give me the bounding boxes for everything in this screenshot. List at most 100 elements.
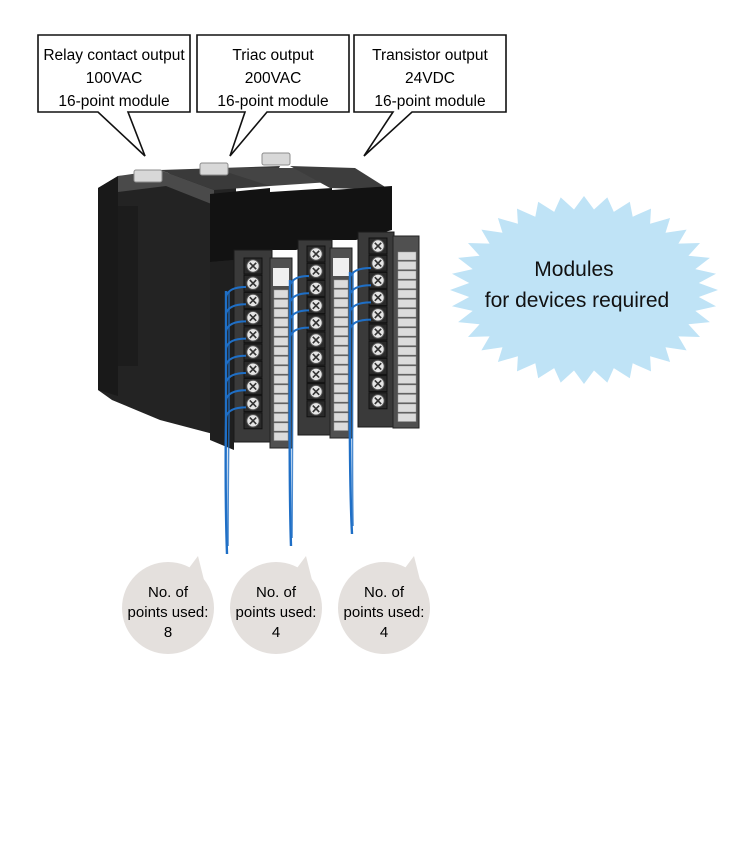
- terminal-block-2-label-cell: [333, 317, 349, 327]
- module1-front-cover: [210, 188, 270, 262]
- label-strip-1-header: [273, 268, 289, 286]
- terminal-block-3-label-cell: [397, 270, 417, 280]
- module3-release-tab: [261, 152, 291, 166]
- terminal-block-3: [357, 231, 420, 429]
- terminal-block-3-label-cell: [397, 365, 417, 375]
- usage-bubble-3-shape: [338, 562, 430, 654]
- usage-bubble-3-line-3: 4: [380, 624, 388, 641]
- module3-top: [290, 166, 390, 190]
- wire-bundle-2: [288, 275, 310, 547]
- callout-relay-line-3: 16-point module: [58, 93, 169, 110]
- cloud-line-2: for devices required: [485, 289, 669, 312]
- terminal-block-1-screw: [243, 343, 263, 361]
- callout-relay-line-1: Relay contact output: [43, 47, 185, 64]
- terminal-block-1-label-cell: [273, 299, 289, 308]
- terminal-block-2-label-cell: [333, 393, 349, 403]
- terminal-block-3-screw: [368, 375, 388, 393]
- plc-module-assembly: [98, 152, 420, 450]
- usage-bubble-2-shape: [230, 562, 322, 654]
- terminal-block-1-label-cell: [273, 327, 289, 337]
- callout-transistor: Transistor output 24VDC 16-point module: [353, 34, 507, 157]
- usage-bubble-2-line-3: 4: [272, 624, 280, 641]
- usage-bubble-2-line-2: points used:: [236, 604, 317, 621]
- terminal-block-1-label-cell: [273, 422, 289, 432]
- terminal-block-3-label-cell: [397, 384, 417, 394]
- terminal-block-1-label-cell: [273, 413, 289, 422]
- terminal-block-3-label-cell: [397, 403, 417, 413]
- callout-relay: Relay contact output 100VAC 16-point mod…: [37, 34, 191, 157]
- terminal-block-1-screw: [243, 291, 263, 309]
- callout-transistor-line-3: 16-point module: [374, 93, 485, 110]
- module3-front-cover: [332, 186, 392, 240]
- usage-bubble-1-line-1: No. of: [148, 584, 189, 601]
- terminal-block-1-screw: [243, 360, 263, 378]
- terminal-block-1-screw: [243, 257, 263, 275]
- terminal-block-3-label-cell: [397, 413, 417, 422]
- terminal-block-1-label-cell: [273, 384, 289, 394]
- terminal-block-1-label-cell: [273, 308, 289, 318]
- terminal-block-1-label-cell: [273, 289, 289, 299]
- terminal-block-2-label-cell: [333, 403, 349, 412]
- terminal-block-3-label-cell: [397, 318, 417, 327]
- module1-release-tab: [133, 169, 163, 183]
- terminal-block-2-screw: [306, 314, 326, 332]
- terminal-block-2-screw: [306, 279, 326, 297]
- terminal-block-3-screw: [368, 306, 388, 324]
- label-strip-2-header: [333, 258, 349, 276]
- wiring: [224, 267, 372, 555]
- rack-side-edge: [98, 176, 118, 396]
- terminal-block-3-screw: [368, 323, 388, 341]
- usage-bubble-3-tail: [402, 556, 420, 580]
- module1-front-lower: [210, 260, 234, 450]
- terminal-block-2-label-cell: [333, 279, 349, 289]
- terminal-block-3-label-cell: [397, 327, 417, 337]
- callout-triac: Triac output 200VAC 16-point module: [196, 34, 350, 157]
- terminal-block-3-label-cell: [397, 261, 417, 270]
- terminal-block-1-screw: [243, 412, 263, 430]
- callout-triac-line-2: 200VAC: [245, 70, 302, 87]
- terminal-block-2-label-cell: [333, 308, 349, 317]
- terminal-block-1-label-cell: [273, 356, 289, 365]
- terminal-block-1-label-cell: [273, 375, 289, 384]
- terminal-block-2-label-cell: [333, 374, 349, 384]
- usage-bubble-2: No. of points used: 4: [230, 556, 322, 654]
- terminal-block-2-label-cell: [333, 355, 349, 365]
- terminal-block-2: [297, 239, 353, 439]
- terminal-block-3-label-cell: [397, 356, 417, 365]
- terminal-block-1-screw: [243, 395, 263, 413]
- cloud-line-1: Modules: [534, 258, 613, 281]
- terminal-block-1-label-cell: [273, 394, 289, 403]
- terminal-block-1-label-cell: [273, 432, 289, 441]
- terminal-block-3-label-cell: [397, 289, 417, 299]
- usage-bubble-3-line-2: points used:: [344, 604, 425, 621]
- terminal-block-3-label-cell: [397, 251, 417, 261]
- terminal-block-2-label-cell: [333, 346, 349, 355]
- terminal-block-3-screw: [368, 340, 388, 358]
- terminal-block-2-screw: [306, 348, 326, 366]
- terminal-block-1-screw: [243, 326, 263, 344]
- usage-bubble-1-line-2: points used:: [128, 604, 209, 621]
- terminal-block-3-label-cell: [397, 375, 417, 384]
- usage-bubble-1-shape: [122, 562, 214, 654]
- terminal-block-3-label-cell: [397, 308, 417, 318]
- terminal-block-2-screw: [306, 383, 326, 401]
- terminal-block-1-label-cell: [273, 365, 289, 375]
- terminal-block-3-label-cell: [397, 280, 417, 289]
- module2-front-cover: [270, 188, 332, 250]
- wire-bundle-3: [348, 267, 372, 535]
- cloud-shape: [450, 196, 718, 384]
- callout-transistor-line-2: 24VDC: [405, 70, 455, 87]
- terminal-block-1-screw: [243, 377, 263, 395]
- usage-bubble-1-line-3: 8: [164, 624, 172, 641]
- terminal-block-3-label-cell: [397, 337, 417, 346]
- terminal-block-2-label-cell: [333, 412, 349, 422]
- terminal-block-2-label-cell: [333, 289, 349, 298]
- terminal-block-2-label-cell: [333, 384, 349, 393]
- terminal-block-1-label-cell: [273, 337, 289, 346]
- terminal-block-3-screw: [368, 392, 388, 410]
- terminal-block-2-screw: [306, 400, 326, 418]
- terminal-block-2-label-cell: [333, 422, 349, 431]
- callout-triac-line-1: Triac output: [232, 47, 314, 64]
- terminal-block-3-screw: [368, 289, 388, 307]
